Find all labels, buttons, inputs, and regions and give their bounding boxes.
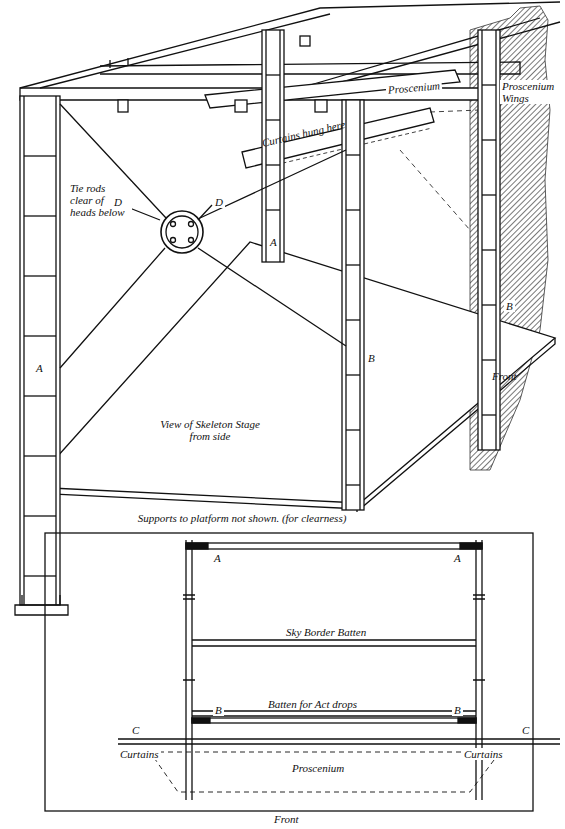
- ladder-rung: [482, 84, 496, 85]
- part-label: B: [213, 704, 224, 716]
- part-label: Proscenium: [290, 762, 346, 774]
- ladder-rung: [482, 139, 496, 140]
- ladder-rung: [482, 249, 496, 250]
- ladder-rung: [266, 209, 280, 210]
- part-label: A: [34, 362, 45, 374]
- ladder-rung: [266, 164, 280, 165]
- ladder-rail: [23, 96, 24, 605]
- part-label: D: [112, 196, 124, 208]
- part-label: Curtains: [118, 748, 161, 760]
- ladder-rung: [24, 395, 56, 396]
- platform-edge: [30, 338, 555, 509]
- part-label: C: [520, 724, 531, 736]
- ladder-rail: [279, 30, 280, 262]
- proscenium-outline: [400, 110, 480, 230]
- ladder-rung: [266, 74, 280, 75]
- ladder-rail: [55, 96, 56, 605]
- part-label: A: [268, 236, 279, 248]
- ladder-rung: [482, 304, 496, 305]
- ladder-rung: [346, 374, 360, 375]
- ladder-rung: [346, 209, 360, 210]
- part-label: B: [504, 300, 515, 312]
- plan-view: [45, 533, 560, 811]
- part-label: A: [212, 552, 223, 564]
- platform: [30, 242, 555, 503]
- part-label: Front: [272, 813, 301, 825]
- part-label: Batten for Act drops: [266, 698, 359, 710]
- ladder-post: [20, 96, 60, 605]
- part-label: Supports to platform not shown. (for cle…: [110, 512, 374, 524]
- tie-rods: [60, 104, 346, 368]
- part-label: Curtains: [462, 748, 505, 760]
- ladder-rail: [359, 100, 360, 510]
- ladder-posts: [20, 30, 500, 605]
- part-label: Proscenium Wings: [500, 80, 552, 104]
- ladder-rail: [481, 30, 482, 450]
- ladder-rung: [346, 484, 360, 485]
- post-foot: [15, 595, 68, 615]
- part-label: Front: [492, 370, 517, 382]
- ladder-rung: [482, 359, 496, 360]
- ladder-rung: [346, 429, 360, 430]
- proscenium-wings: [470, 6, 550, 470]
- part-label: B: [452, 704, 463, 716]
- ladder-rung: [24, 215, 56, 216]
- part-label: C: [130, 724, 141, 736]
- ladder-rail: [495, 30, 496, 450]
- part-label: Sky Border Batten: [284, 626, 368, 638]
- ladder-rung: [24, 455, 56, 456]
- part-label: D: [213, 196, 225, 208]
- ladder-rung: [24, 575, 56, 576]
- part-label: View of Skeleton Stage from side: [150, 418, 270, 442]
- ladder-rung: [346, 154, 360, 155]
- ladder-rung: [346, 319, 360, 320]
- ladder-rung: [346, 264, 360, 265]
- ladder-rung: [24, 275, 56, 276]
- part-label: A: [452, 552, 463, 564]
- ladder-post: [478, 30, 500, 450]
- part-label: B: [368, 352, 375, 364]
- ladder-rung: [482, 414, 496, 415]
- ladder-post: [342, 100, 364, 510]
- ladder-rail: [345, 100, 346, 510]
- ladder-rung: [482, 194, 496, 195]
- ladder-rung: [266, 119, 280, 120]
- ladder-rung: [24, 335, 56, 336]
- ladder-rung: [24, 155, 56, 156]
- ladder-rung: [24, 515, 56, 516]
